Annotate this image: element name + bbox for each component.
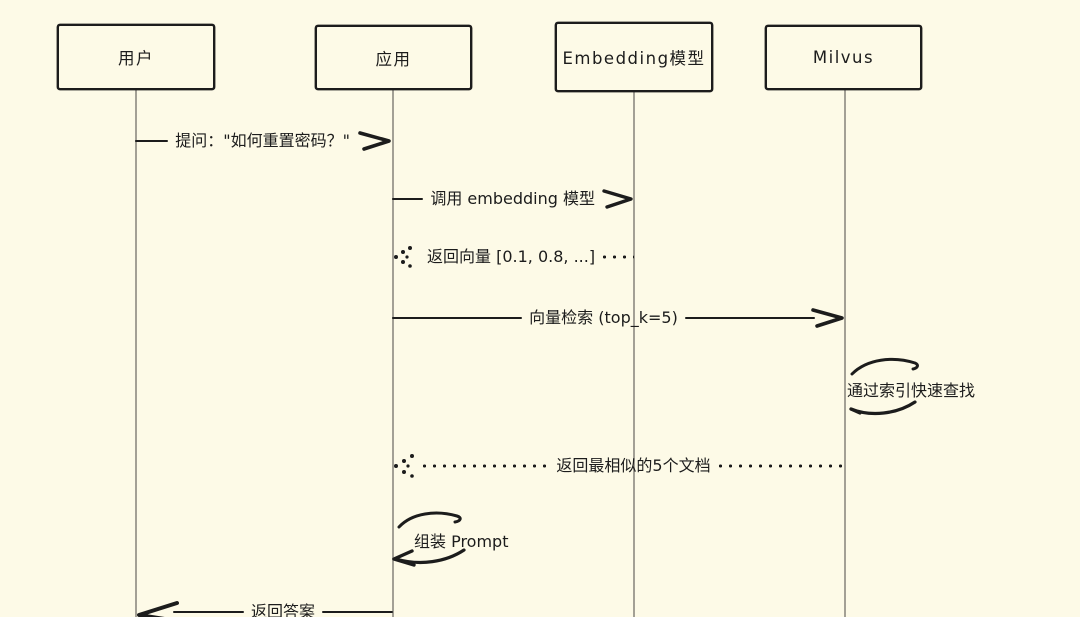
message-dotted-line	[422, 464, 550, 468]
loop-arc-bottom-icon	[849, 400, 917, 416]
message-label: 调用 embedding 模型	[430, 189, 595, 209]
actor-box-app: 应用	[315, 25, 472, 90]
loop-arc-bottom-icon	[392, 548, 466, 567]
message-line	[173, 610, 244, 614]
actor-label-user: 用户	[118, 49, 154, 68]
dotted-arrowhead-left-icon	[394, 246, 412, 268]
dotted-arrowhead-left-icon	[394, 454, 414, 478]
message-label: 提问："如何重置密码？"	[175, 131, 350, 151]
message-return-answer: 返回答案	[135, 594, 394, 617]
message-return-vector: 返回向量 [0.1, 0.8, ...]	[392, 239, 634, 275]
message-line	[392, 316, 523, 320]
loop-arc-top-icon	[850, 357, 919, 376]
actor-box-embedding: Embedding模型	[555, 22, 713, 92]
lifeline-app	[392, 88, 394, 617]
self-note-assemble-prompt: 组装 Prompt	[388, 506, 528, 570]
lifeline-embedding	[633, 90, 635, 617]
actor-label-milvus: Milvus	[812, 48, 875, 67]
message-vector-search: 向量检索 (top_k=5)	[392, 300, 845, 336]
arrowhead-right-icon	[811, 308, 844, 328]
message-dotted-line	[602, 255, 634, 259]
actor-label-app: 应用	[375, 49, 412, 69]
message-line	[392, 197, 424, 201]
self-note-label: 组装 Prompt	[414, 532, 509, 551]
message-line	[684, 316, 815, 320]
message-label: 返回答案	[251, 602, 316, 617]
actor-box-milvus: Milvus	[765, 25, 922, 90]
message-label: 向量检索 (top_k=5)	[529, 308, 678, 328]
arrowhead-right-icon	[358, 131, 391, 151]
self-note-label: 通过索引快速查找	[847, 381, 976, 400]
arrowhead-left-icon	[137, 601, 179, 617]
lifeline-user	[135, 88, 137, 617]
message-label: 返回最相似的5个文档	[556, 456, 711, 476]
message-call-embedding: 调用 embedding 模型	[392, 181, 634, 217]
actor-label-embedding: Embedding模型	[562, 49, 706, 68]
message-line	[322, 610, 394, 614]
arrowhead-right-icon	[602, 189, 633, 209]
lifeline-milvus	[844, 88, 846, 617]
actor-box-user: 用户	[57, 24, 215, 90]
message-dotted-line	[717, 464, 845, 468]
message-ask-question: 提问："如何重置密码？"	[135, 123, 393, 159]
loop-arc-top-icon	[397, 511, 462, 529]
message-label: 返回向量 [0.1, 0.8, ...]	[427, 247, 596, 267]
message-line	[135, 139, 169, 143]
self-note-index-lookup: 通过索引快速查找	[843, 354, 998, 420]
message-return-top-docs: 返回最相似的5个文档	[392, 448, 845, 484]
